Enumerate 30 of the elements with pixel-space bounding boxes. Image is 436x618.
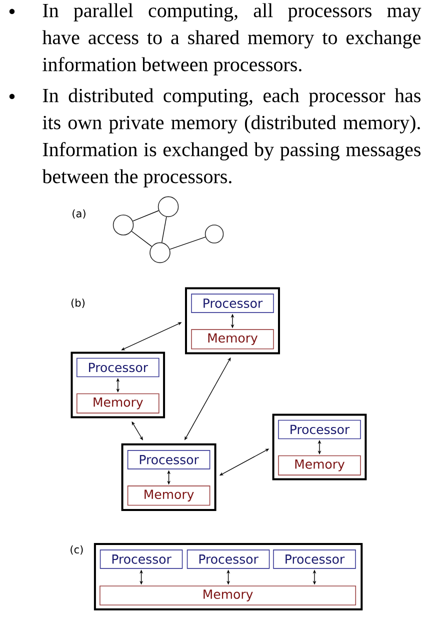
- graph-node: [158, 196, 179, 218]
- computer-box: [185, 287, 280, 354]
- memory-box: Memory: [100, 586, 356, 606]
- computer-box: [94, 543, 363, 610]
- processor-box: Processor: [127, 450, 210, 470]
- bullet-text: In parallel computing, all processors may have access to a shared memory to exchange information between processors.: [42, 3, 422, 76]
- graph-edge: [131, 230, 152, 247]
- memory-box: Memory: [76, 393, 160, 414]
- panel-label: (c): [70, 545, 83, 555]
- processor-box: Processor: [273, 550, 356, 569]
- graph-node: [204, 224, 224, 244]
- graph-edge: [169, 236, 206, 250]
- processor-box: Processor: [278, 420, 361, 440]
- graph-edge: [162, 216, 167, 243]
- panel-label: (a): [72, 209, 86, 219]
- computer-box: [272, 414, 367, 480]
- bullet-text: In distributed computing, each processor has its own private memory (distributed memory). Information is exchanged by passing messages between the processors.: [42, 88, 420, 188]
- panel-label: (b): [71, 298, 85, 308]
- graph-edge: [132, 210, 159, 222]
- memory-box: Memory: [127, 486, 210, 506]
- processor-box: Processor: [76, 358, 160, 378]
- computer-box: [70, 352, 166, 418]
- memory-box: Memory: [191, 329, 274, 350]
- graph-node: [150, 242, 170, 264]
- computer-box: [121, 443, 216, 512]
- memory-box: Memory: [278, 455, 361, 476]
- graph-node: [112, 214, 134, 236]
- processor-box: Processor: [186, 550, 270, 569]
- processor-box: Processor: [191, 294, 274, 313]
- processor-box: Processor: [100, 550, 183, 569]
